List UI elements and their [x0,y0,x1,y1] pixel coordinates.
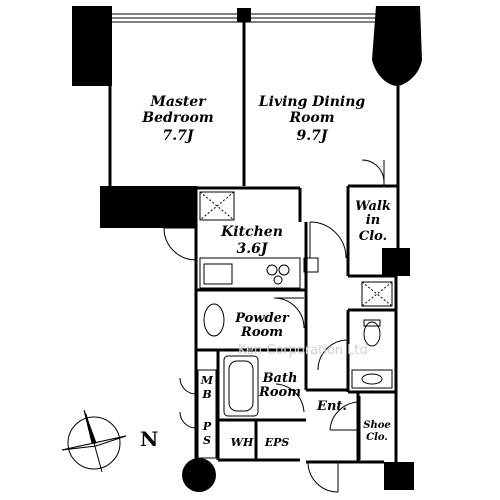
column-mid-left [100,186,196,228]
walk-in-label: Walk [355,199,391,214]
column-top-left [72,6,112,86]
column-top-right [372,6,422,86]
mb-label-2: B [201,388,211,401]
compass-ring [67,416,121,470]
column-top-center [237,8,251,22]
powder-room-label-2: Room [240,325,283,340]
walk-in-label-2: in [366,213,380,228]
kitchen-label: Kitchen [220,224,283,240]
compass-north-label: N [140,427,158,451]
ps-label: P [202,420,212,433]
master-bedroom-label: Master [149,94,207,110]
living-dining-label-2: Room [288,110,334,126]
powder-room-label: Powder [234,311,290,326]
door-swings [163,159,385,493]
column-bottom-left [182,458,216,492]
master-bedroom-label-2: Bedroom [141,110,213,126]
column-mid-right [382,248,410,276]
walk-in-label-3: Clo. [359,229,387,244]
kitchen-size: 3.6J [237,241,269,257]
wh-label: WH [231,436,254,449]
eps-label: EPS [264,436,290,449]
mb-label: M [200,374,214,387]
bath-room-label-2: Room [258,385,301,400]
shoe-closet-label-2: Clo. [366,432,388,443]
fixtures [197,191,393,460]
watermark-text: Ken Corporation Ltd [238,343,368,358]
compass: N [61,409,158,473]
ps-label-2: S [203,434,211,447]
compass-arrow-icon [61,409,127,473]
column-bottom-right [384,462,414,490]
living-dining-size: 9.7J [297,128,329,144]
room-labels: Master Bedroom 7.7J Living Dining Room 9… [141,94,391,449]
shoe-closet-label: Shoe [363,420,391,431]
walls [108,22,400,464]
bath-room-label: Bath [262,371,298,386]
entrance-label: Ent. [316,399,347,414]
master-bedroom-size: 7.7J [163,128,195,144]
living-dining-label: Living Dining [258,94,366,110]
